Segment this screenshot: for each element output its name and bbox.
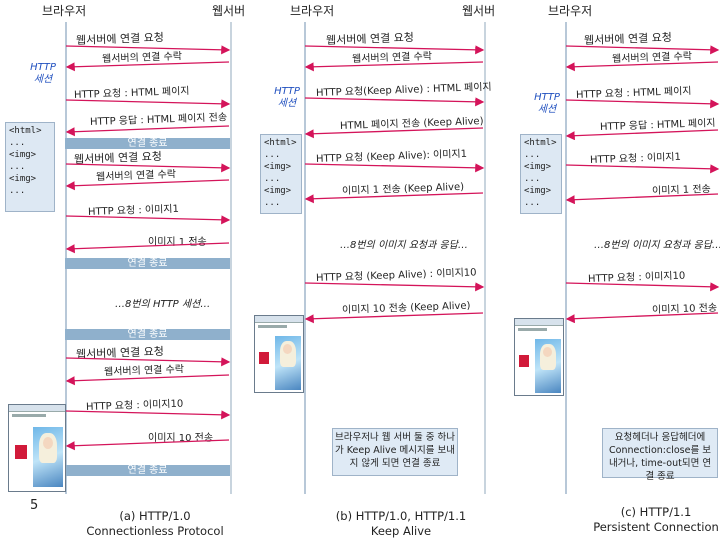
panel-a-close-bar: 연결 종료 bbox=[65, 138, 230, 149]
panel-b-msg: HTTP 요청 (Keep Alive) : 이미지10 bbox=[315, 267, 477, 284]
arrow-request bbox=[565, 99, 720, 109]
panel-b-msg: HTML 페이지 전송 (Keep Alive) bbox=[339, 115, 484, 132]
panel-c-client-label: 브라우저 bbox=[548, 4, 593, 18]
panel-a-msg: HTTP 요청 : HTML 페이지 bbox=[73, 85, 190, 101]
panel-a-msg: 웹서버에 연결 요청 bbox=[75, 30, 165, 47]
panel-a-msg: 웹서버의 연결 수락 bbox=[101, 51, 183, 65]
panel-a-msg: HTTP 요청 : 이미지10 bbox=[85, 398, 184, 413]
arrow-request bbox=[304, 163, 485, 173]
panel-c-browser-thumbnail bbox=[514, 318, 564, 396]
panel-b-session-label: HTTP 세션 bbox=[274, 86, 300, 109]
panel-c-note: 요청헤더나 응답헤더에 Connection:close를 보내거나, time… bbox=[602, 428, 718, 482]
panel-b-html-source: <html>...<img>...<img>... bbox=[260, 134, 302, 214]
panel-c-msg: HTTP 요청 : HTML 페이지 bbox=[575, 85, 692, 101]
panel-c-msg: HTTP 응답 : HTML 페이지 bbox=[599, 117, 716, 133]
panel-b-client-label: 브라우저 bbox=[290, 4, 335, 18]
panel-b-server-lifeline bbox=[484, 22, 486, 494]
page-number: 5 bbox=[30, 498, 39, 513]
arrow-request bbox=[304, 97, 485, 107]
panel-b-msg: …8번의 이미지 요청과 응답… bbox=[340, 240, 468, 251]
panel-a-client-label: 브라우저 bbox=[42, 4, 87, 18]
panel-a-msg: 웹서버의 연결 수락 bbox=[95, 169, 177, 183]
arrow-request bbox=[65, 99, 231, 109]
panel-a-msg: 웹서버에 연결 요청 bbox=[75, 344, 165, 361]
panel-c-msg: …8번의 이미지 요청과 응답… bbox=[594, 240, 720, 251]
panel-b-server-label: 웹서버 bbox=[462, 4, 496, 18]
panel-c-html-source: <html>...<img>...<img>... bbox=[520, 134, 562, 214]
panel-a-session-label: HTTP 세션 bbox=[30, 62, 56, 85]
panel-a-msg: 웹서버에 연결 요청 bbox=[73, 149, 163, 166]
panel-c-session-label: HTTP 세션 bbox=[534, 92, 560, 115]
panel-b-msg: 웹서버의 연결 수락 bbox=[351, 51, 433, 65]
panel-b-msg: 이미지 1 전송 (Keep Alive) bbox=[341, 181, 465, 197]
panel-a-close-bar: 연결 종료 bbox=[65, 465, 230, 476]
panel-a-close-bar: 연결 종료 bbox=[65, 258, 230, 269]
panel-a-msg: HTTP 응답 : HTML 페이지 전송 bbox=[89, 112, 228, 128]
panel-a-server-label: 웹서버 bbox=[212, 4, 246, 18]
panel-b-browser-thumbnail bbox=[254, 315, 304, 393]
panel-a-msg: HTTP 요청 : 이미지1 bbox=[87, 203, 180, 218]
panel-b-msg: 이미지 10 전송 (Keep Alive) bbox=[341, 300, 471, 316]
panel-c-msg: 웹서버의 연결 수락 bbox=[611, 51, 693, 65]
panel-a-msg: 웹서버의 연결 수락 bbox=[103, 364, 185, 378]
panel-c-msg: HTTP 요청 : 이미지1 bbox=[589, 151, 682, 166]
arrow-request bbox=[565, 164, 720, 174]
panel-b-msg: 웹서버에 연결 요청 bbox=[325, 30, 415, 47]
panel-a-close-bar: 연결 종료 bbox=[65, 329, 230, 340]
panel-c-msg: HTTP 요청 : 이미지10 bbox=[587, 270, 686, 285]
panel-c-msg: 이미지 1 전송 bbox=[651, 183, 711, 197]
panel-a-browser-thumbnail bbox=[8, 404, 66, 492]
panel-c-client-lifeline bbox=[565, 22, 567, 494]
panel-c-msg: 웹서버에 연결 요청 bbox=[583, 30, 673, 47]
panel-b-msg: HTTP 요청(Keep Alive) : HTML 페이지 bbox=[315, 81, 492, 99]
panel-b-note: 브라우저나 웹 서버 둘 중 하나가 Keep Alive 메시지를 보내지 않… bbox=[332, 428, 458, 476]
panel-c-msg: 이미지 10 전송 bbox=[651, 302, 718, 316]
panel-a-html-source: <html>...<img>...<img>... bbox=[5, 122, 55, 212]
panel-a-msg: 이미지 1 전송 bbox=[148, 237, 207, 248]
panel-a-msg: 이미지 10 전송 bbox=[148, 433, 214, 444]
panel-b-client-lifeline bbox=[304, 22, 306, 494]
panel-a-ellipsis: …8번의 HTTP 세션… bbox=[115, 299, 211, 310]
panel-b-msg: HTTP 요청 (Keep Alive): 이미지1 bbox=[315, 148, 468, 165]
arrow-request bbox=[304, 282, 485, 292]
panel-a-server-lifeline bbox=[230, 22, 232, 494]
